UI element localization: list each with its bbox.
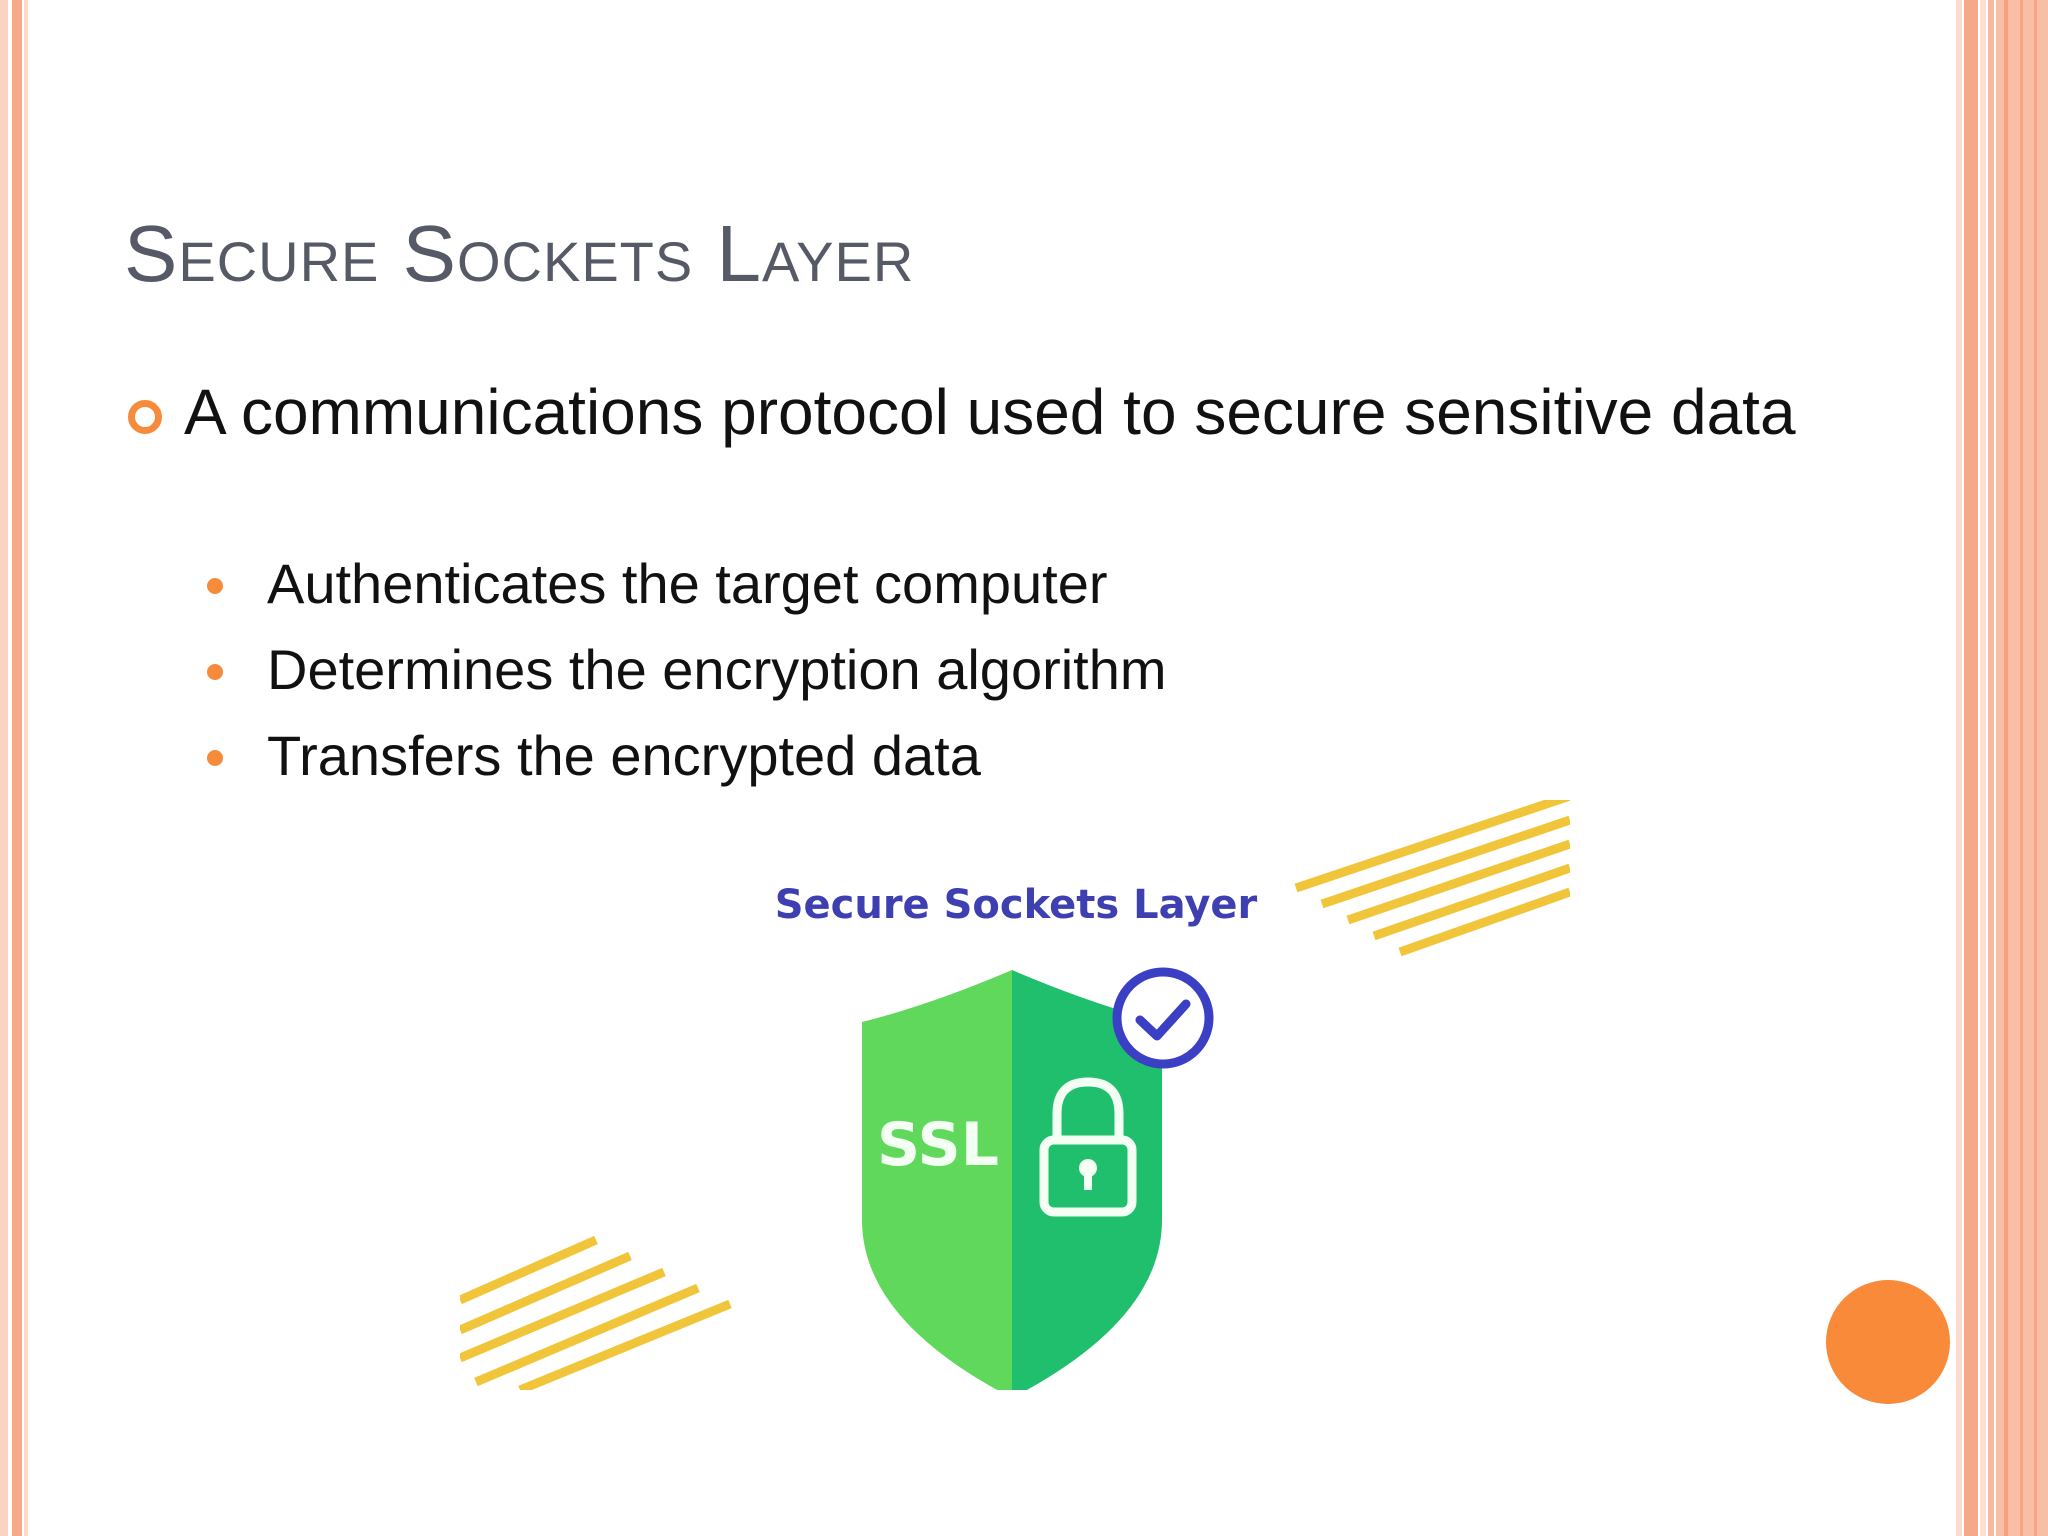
left-border-stripe — [0, 0, 8, 1536]
decorative-stripes-bottom-left — [460, 1235, 732, 1390]
right-border-stripe — [2020, 0, 2023, 1536]
ssl-illustration: Secure Sockets Layer SSL — [460, 800, 1570, 1390]
padlock-icon — [1039, 1077, 1137, 1217]
checkmark-icon — [1112, 967, 1214, 1069]
dot-bullet-icon — [207, 664, 223, 680]
left-border-stripe — [24, 0, 28, 1536]
right-border-stripe — [1964, 0, 1978, 1536]
decorative-stripes-top-right — [1280, 800, 1570, 957]
keyhole — [1079, 1159, 1097, 1177]
left-border-stripe — [12, 0, 22, 1536]
right-border-stripe — [1988, 0, 1994, 1536]
sub-bullet-text: Transfers the encrypted data — [267, 724, 981, 787]
keyhole-stem — [1084, 1170, 1092, 1190]
ssl-badge-text: SSL — [877, 1110, 999, 1180]
dot-bullet-icon — [207, 750, 223, 766]
slide-title: Secure Sockets Layer — [124, 209, 915, 298]
right-border-stripe — [1956, 0, 1962, 1536]
main-bullet-text: A communications protocol used to secure… — [184, 376, 1796, 448]
sub-bullet-text: Authenticates the target computer — [267, 552, 1108, 615]
dot-bullet-icon — [207, 578, 223, 594]
sub-bullet-text: Determines the encryption algorithm — [267, 638, 1167, 701]
right-border-stripe — [2034, 0, 2037, 1536]
right-border-stripe — [1980, 0, 1986, 1536]
graphic-heading: Secure Sockets Layer — [775, 882, 1258, 928]
right-border-stripe — [2004, 0, 2008, 1536]
decorative-orange-circle — [1826, 1280, 1950, 1404]
ring-bullet-icon — [128, 400, 162, 434]
